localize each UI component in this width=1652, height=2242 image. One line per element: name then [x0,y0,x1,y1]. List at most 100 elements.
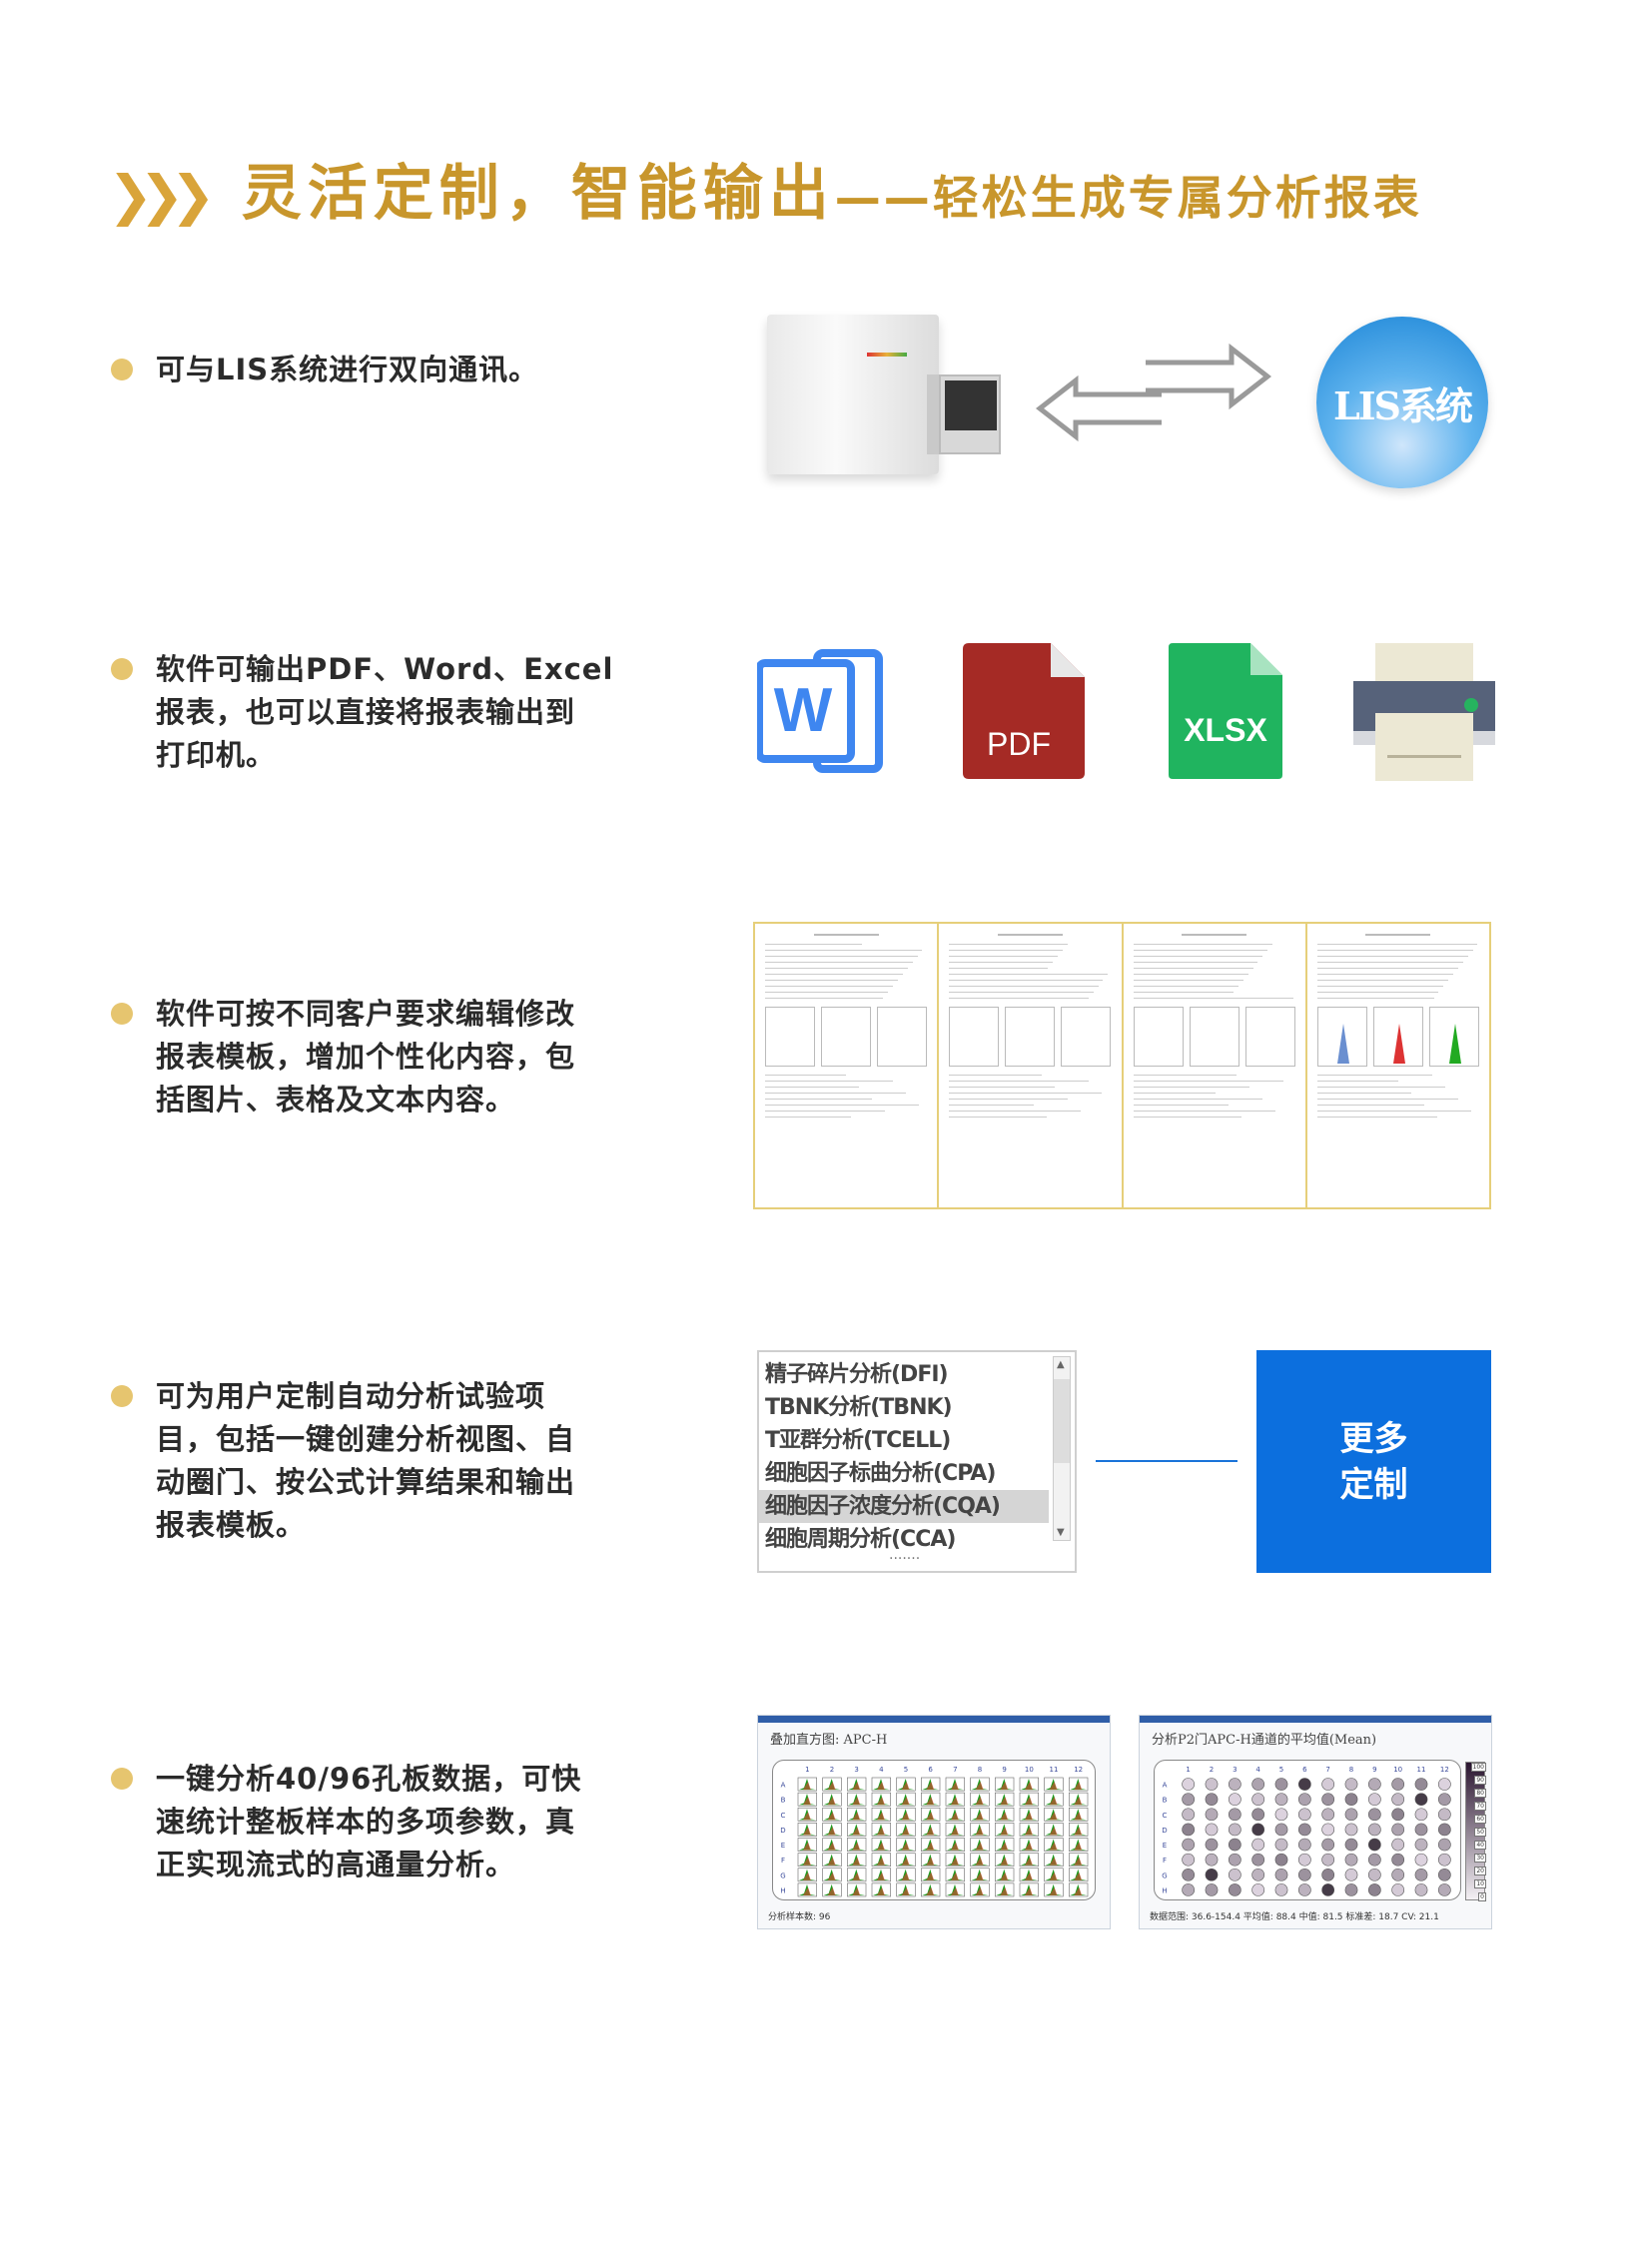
row-label: G [780,1871,785,1879]
histogram-red [1025,1797,1033,1806]
well-circle [1205,1838,1219,1852]
printer-icon [1353,643,1495,781]
word-icon: W [757,649,883,773]
well-circle [1437,1823,1451,1837]
histogram-red [1049,1782,1058,1791]
well-circle [1344,1778,1358,1791]
histogram-red [827,1812,836,1821]
more-label: 更多 [1339,1418,1408,1459]
histogram-red [803,1886,811,1895]
template-list-item[interactable]: 细胞因子标曲分析(CPA) [765,1461,996,1486]
well-circle [1437,1868,1451,1881]
template-list-item[interactable]: 细胞因子浓度分析(CQA) [759,1490,1049,1523]
template-list-item[interactable]: 细胞周期分析(CCA) [765,1527,956,1552]
histogram-red [1000,1797,1009,1806]
histogram-red [1025,1857,1033,1866]
well-circle [1274,1808,1288,1822]
well-circle [1437,1853,1451,1867]
well-circle [1205,1868,1219,1881]
histogram-red [1049,1842,1058,1851]
well-circle [1205,1823,1219,1837]
column-label: 4 [879,1766,884,1774]
histogram-red [877,1871,885,1880]
well-circle [1391,1778,1405,1791]
well-circle [1367,1808,1381,1822]
column-label: 9 [1002,1766,1006,1774]
histogram-red [803,1871,811,1880]
histogram-red [951,1871,959,1880]
histogram-red [852,1827,861,1836]
column-label: 1 [1186,1766,1190,1774]
scroll-down-icon[interactable]: ▼ [1057,1527,1065,1538]
histogram-red [926,1782,935,1791]
histogram-red [1049,1827,1058,1836]
row-label: G [1162,1871,1167,1879]
histogram-red [951,1886,959,1895]
histogram-red [975,1827,984,1836]
scale-tick: 20 [1474,1867,1486,1875]
row-label: F [781,1857,785,1865]
well-circle [1391,1823,1405,1837]
well-circle [1182,1793,1196,1807]
histogram-red [1074,1857,1083,1866]
column-label: 12 [1440,1766,1449,1774]
well-circle [1321,1793,1335,1807]
histogram-red [951,1857,959,1866]
histogram-red [951,1782,959,1791]
row-label: E [1163,1842,1167,1850]
well-circle [1297,1793,1311,1807]
template-list-item[interactable]: 精子碎片分析(DFI) [765,1362,949,1387]
well-circle [1182,1838,1196,1852]
histogram-red [926,1842,935,1851]
histogram-red [877,1857,885,1866]
well-circle [1414,1808,1428,1822]
histogram-red [1025,1886,1033,1895]
histogram-red [877,1842,885,1851]
well-circle [1367,1868,1381,1881]
row-label: C [1163,1812,1168,1820]
template-list-item[interactable]: T亚群分析(TCELL) [765,1428,951,1453]
scale-tick: 50 [1474,1828,1486,1837]
lis-system-badge: LIS系统 [1316,317,1488,488]
histogram-red [1000,1871,1009,1880]
well-circle [1251,1883,1265,1896]
well-circle [1274,1853,1288,1867]
histogram-red [1049,1871,1058,1880]
histogram-red [877,1886,885,1895]
lis-label: LIS系统 [1333,382,1473,428]
histogram-red [975,1871,984,1880]
well-circle [1414,1838,1428,1852]
histogram-red [975,1886,984,1895]
scale-tick: 70 [1474,1802,1486,1811]
well-circle [1344,1823,1358,1837]
scroll-up-icon[interactable]: ▲ [1057,1359,1065,1370]
well-circle [1414,1823,1428,1837]
well-circle [1344,1793,1358,1807]
column-label: 12 [1074,1766,1083,1774]
histogram-red [926,1857,935,1866]
well-circle [1228,1868,1241,1881]
scale-tick: 60 [1474,1815,1486,1824]
well-circle [1344,1883,1358,1896]
histogram-red [1000,1842,1009,1851]
histogram-red [951,1797,959,1806]
xlsx-label: XLSX [1184,712,1267,748]
feature-line: 可为用户定制自动分析试验项 [156,1379,546,1413]
template-list-item[interactable]: TBNK分析(TBNK) [765,1395,953,1420]
analyzer-instrument-image [767,315,1001,486]
well-circle [1251,1823,1265,1837]
more-dots: ······· [889,1551,921,1567]
column-label: 1 [805,1766,809,1774]
feature-line: 速统计整板样本的多项参数，真 [156,1805,576,1839]
well-circle [1437,1808,1451,1822]
more-custom-button[interactable]: 更多定制 [1256,1350,1491,1573]
feature-line: 打印机。 [156,738,277,772]
well-circle [1414,1778,1428,1791]
analysis-template-list[interactable]: 精子碎片分析(DFI) TBNK分析(TBNK) T亚群分析(TCELL) 细胞因子标… [757,1350,1077,1573]
list-scrollbar[interactable]: ▲ ▼ [1053,1356,1071,1541]
well-circle [1321,1778,1335,1791]
column-label: 5 [1279,1766,1283,1774]
feature-line: 报表模板，增加个性化内容，包 [156,1040,576,1074]
well-circle [1297,1838,1311,1852]
row-label: B [1163,1797,1168,1805]
